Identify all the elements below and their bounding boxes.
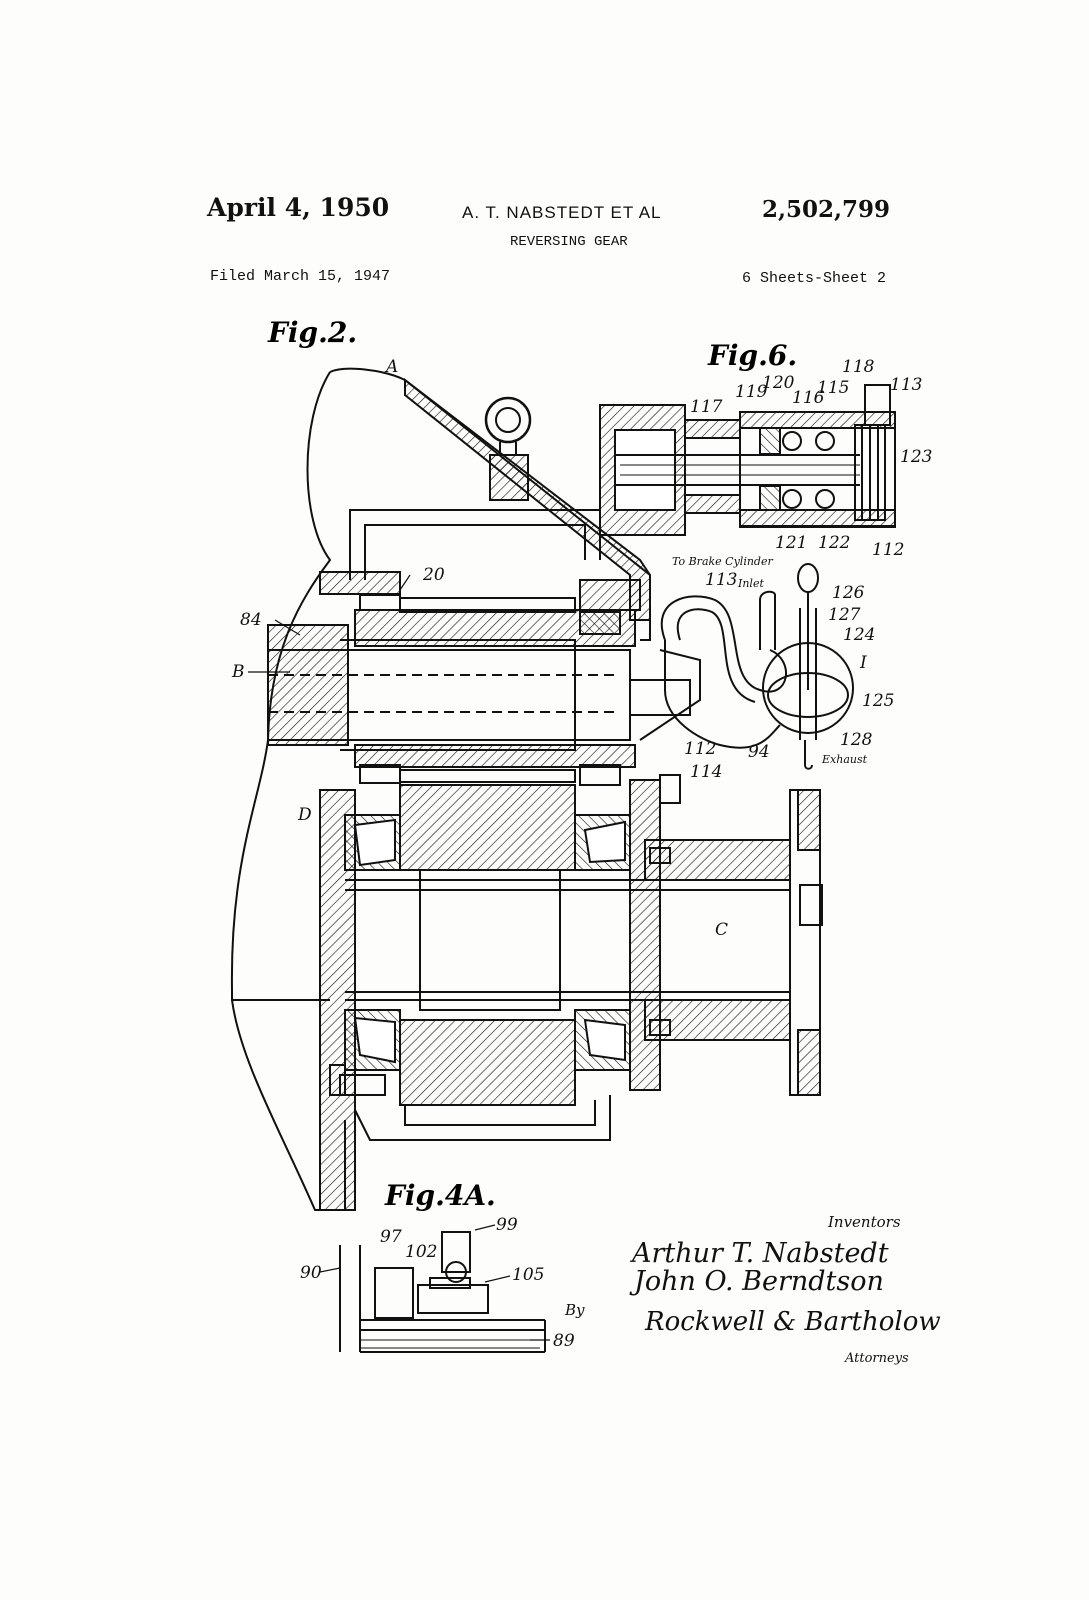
fig2-drawing [230, 367, 823, 1211]
patent-date: April 4, 1950 [207, 193, 390, 222]
fig2-ref-A: A [384, 357, 398, 377]
fig2-ref-113: 113 [705, 570, 737, 590]
fig2-ref-84: 84 [240, 610, 262, 630]
fig2-label: Fig.2. [267, 316, 357, 349]
fig6-ref-122: 122 [818, 533, 850, 553]
fig2-ref-94: 94 [748, 742, 770, 762]
fig4a-ref-102: 102 [405, 1242, 437, 1262]
fig6-ref-119: 119 [735, 382, 768, 402]
fig6-label: Fig.6. [707, 339, 797, 372]
attorneys-label: Attorneys [844, 1351, 909, 1366]
fig6-ref-115: 115 [817, 378, 849, 398]
fig4a-label: Fig.4A. [384, 1179, 496, 1212]
fig6-ref-116: 116 [792, 388, 825, 408]
patent-number: 2,502,799 [762, 196, 891, 223]
fig6-ref-117: 117 [690, 397, 723, 417]
inventor-name: A. T. NABSTEDT ET AL [462, 203, 662, 222]
fig4a-ref-97: 97 [380, 1227, 402, 1247]
fig6-ref-I: I [859, 653, 867, 673]
fig6-ref-124: 124 [843, 625, 875, 645]
fig2-ref-D: D [297, 805, 312, 825]
fig2-ref-C: C [715, 920, 728, 940]
fig4a-ref-99: 99 [496, 1215, 518, 1235]
fig4a-drawing [319, 1224, 550, 1353]
fig6-exhaust-note: Exhaust [821, 753, 868, 766]
sheet-count: 6 Sheets-Sheet 2 [742, 270, 887, 287]
fig6-ref-126: 126 [832, 583, 865, 603]
by-label: By [564, 1301, 585, 1319]
fig6-ref-127: 127 [828, 605, 861, 625]
inventors-label: Inventors [827, 1213, 901, 1231]
fig2-ref-B: B [231, 662, 245, 682]
fig6-ref-120: 120 [762, 373, 795, 393]
signature-nabstedt: Arthur T. Nabstedt [629, 1238, 889, 1269]
signature-berndtson: John O. Berndtson [629, 1266, 884, 1297]
filed-date: Filed March 15, 1947 [210, 268, 391, 285]
fig6-ref-121: 121 [775, 533, 807, 553]
fig2-ref-20: 20 [422, 565, 445, 585]
fig4a-ref-105: 105 [512, 1265, 544, 1285]
fig6-brake-note: To Brake Cylinder [672, 555, 773, 568]
fig6-ref-112: 112 [872, 540, 904, 560]
fig6-ref-123: 123 [900, 447, 932, 467]
patent-title: REVERSING GEAR [510, 234, 628, 250]
fig4a-ref-89: 89 [553, 1331, 575, 1351]
fig6-drawing [599, 384, 896, 770]
fig6-ref-125: 125 [862, 691, 894, 711]
fig6-inlet-note: Inlet [737, 577, 764, 590]
attorney-signature: Rockwell & Bartholow [644, 1307, 941, 1337]
fig6-ref-118: 118 [842, 357, 875, 377]
fig6-ref-128: 128 [840, 730, 873, 750]
fig2-ref-112: 112 [684, 739, 716, 759]
fig2-ref-114: 114 [690, 762, 722, 782]
fig4a-ref-90: 90 [300, 1263, 322, 1283]
fig6-ref-113: 113 [890, 375, 922, 395]
